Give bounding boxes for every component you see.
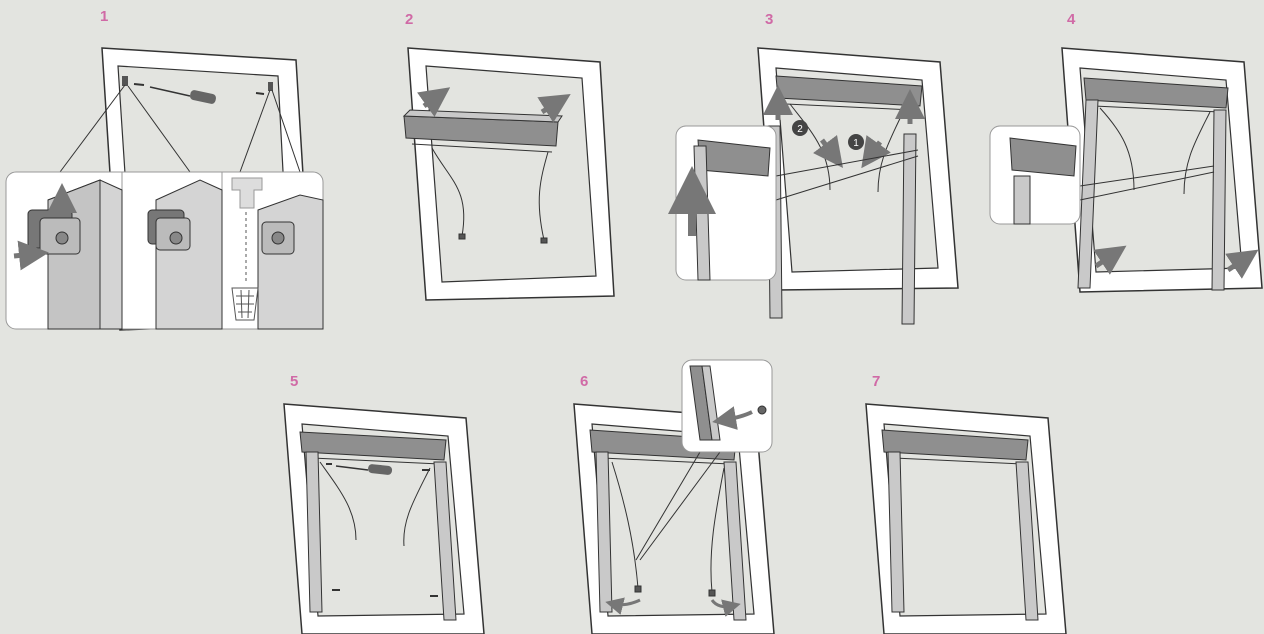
step-5-illustration: [284, 404, 484, 634]
step-4-illustration: [990, 48, 1262, 292]
window-frame: [408, 48, 614, 300]
step-6-illustration: [574, 360, 774, 634]
step-3-illustration: 2 1: [676, 48, 958, 324]
step-2-illustration: [404, 48, 614, 300]
step-7-illustration: [866, 404, 1066, 634]
detail-callout: [6, 172, 323, 329]
step-1-illustration: [6, 48, 323, 330]
badge-1-label: 1: [853, 138, 859, 149]
badge-2-label: 2: [797, 124, 803, 135]
bracket-icon: [758, 406, 766, 414]
order-badge-2-icon: 2: [792, 120, 808, 136]
order-badge-1-icon: 1: [848, 134, 864, 150]
trash-bin-icon: [232, 288, 258, 320]
